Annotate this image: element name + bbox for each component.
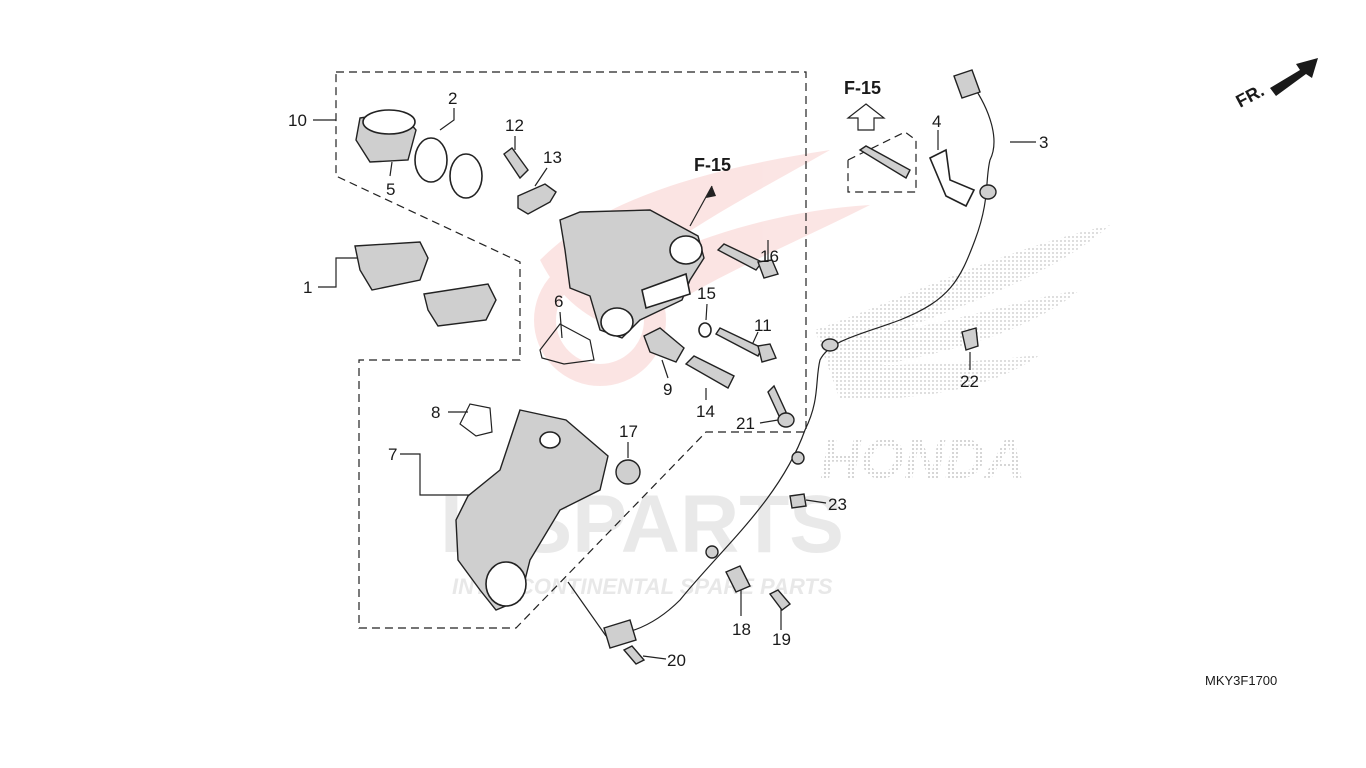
sleeve-part (684, 355, 735, 389)
bolt-group-box (847, 131, 917, 193)
bleeder-screw-part (503, 147, 529, 180)
callout-20: 20 (667, 651, 686, 670)
callout-19: 19 (772, 630, 791, 649)
bleeder-cap-part (517, 183, 557, 215)
callout-2: 2 (448, 89, 457, 108)
callout-16: 16 (760, 247, 779, 266)
clamp-part (961, 327, 979, 351)
callout-10: 10 (288, 111, 307, 130)
washer-part (698, 322, 712, 338)
speed-sensor-cable-part (603, 69, 997, 649)
callout-3: 3 (1039, 133, 1048, 152)
callout-22: 22 (960, 372, 979, 391)
callout-12: 12 (505, 116, 524, 135)
callout-9: 9 (663, 380, 672, 399)
bracket-bolt-part (767, 384, 795, 428)
caliper-assembly-box (335, 71, 807, 629)
pad-spring-part (539, 323, 595, 365)
front-direction-label: FR. (1232, 80, 1267, 111)
seal-rings-part (414, 137, 483, 199)
sensor-stay-part (928, 148, 976, 208)
callout-23: 23 (828, 495, 847, 514)
f15-ref-top-label: F-15 (844, 78, 881, 98)
honda-watermark-text: HONDA (820, 427, 1025, 490)
callout-8: 8 (431, 403, 440, 422)
brake-pads-part (354, 241, 497, 327)
f15-ref-left-arrow (689, 185, 716, 227)
front-direction-arrow-icon (1270, 58, 1318, 96)
caliper-body-part (559, 209, 705, 339)
callout-5: 5 (386, 180, 395, 199)
callout-18: 18 (732, 620, 751, 639)
flange-bolt-part (858, 145, 911, 179)
pin-boot-part (643, 327, 685, 363)
callout-17: 17 (619, 422, 638, 441)
screw-19-part (768, 589, 792, 611)
callout-7: 7 (388, 445, 397, 464)
leader-lines (313, 108, 1036, 660)
callout-1: 1 (303, 278, 312, 297)
honda-wing-watermark (815, 225, 1110, 400)
callout-4: 4 (932, 112, 941, 131)
cable-bracket-part (725, 565, 751, 593)
callout-6: 6 (554, 292, 563, 311)
screw-20-part (622, 645, 646, 665)
clip-part (789, 493, 807, 509)
retainer-clip-part (459, 403, 493, 437)
piston-part (355, 109, 417, 163)
callout-11: 11 (754, 316, 772, 335)
f15-ref-left-label: F-15 (694, 155, 731, 175)
caliper-bracket-part (455, 409, 609, 611)
pin-bolt-part (716, 243, 779, 279)
slide-pin-part (714, 327, 777, 363)
diagram-code: MKY3F1700 (1205, 673, 1277, 688)
f15-ref-top-arrow (846, 103, 886, 131)
callout-15: 15 (697, 284, 716, 303)
callout-14: 14 (696, 402, 715, 421)
rubber-stopper-part (615, 459, 641, 485)
callout-21: 21 (736, 414, 755, 433)
callout-13: 13 (543, 148, 562, 167)
